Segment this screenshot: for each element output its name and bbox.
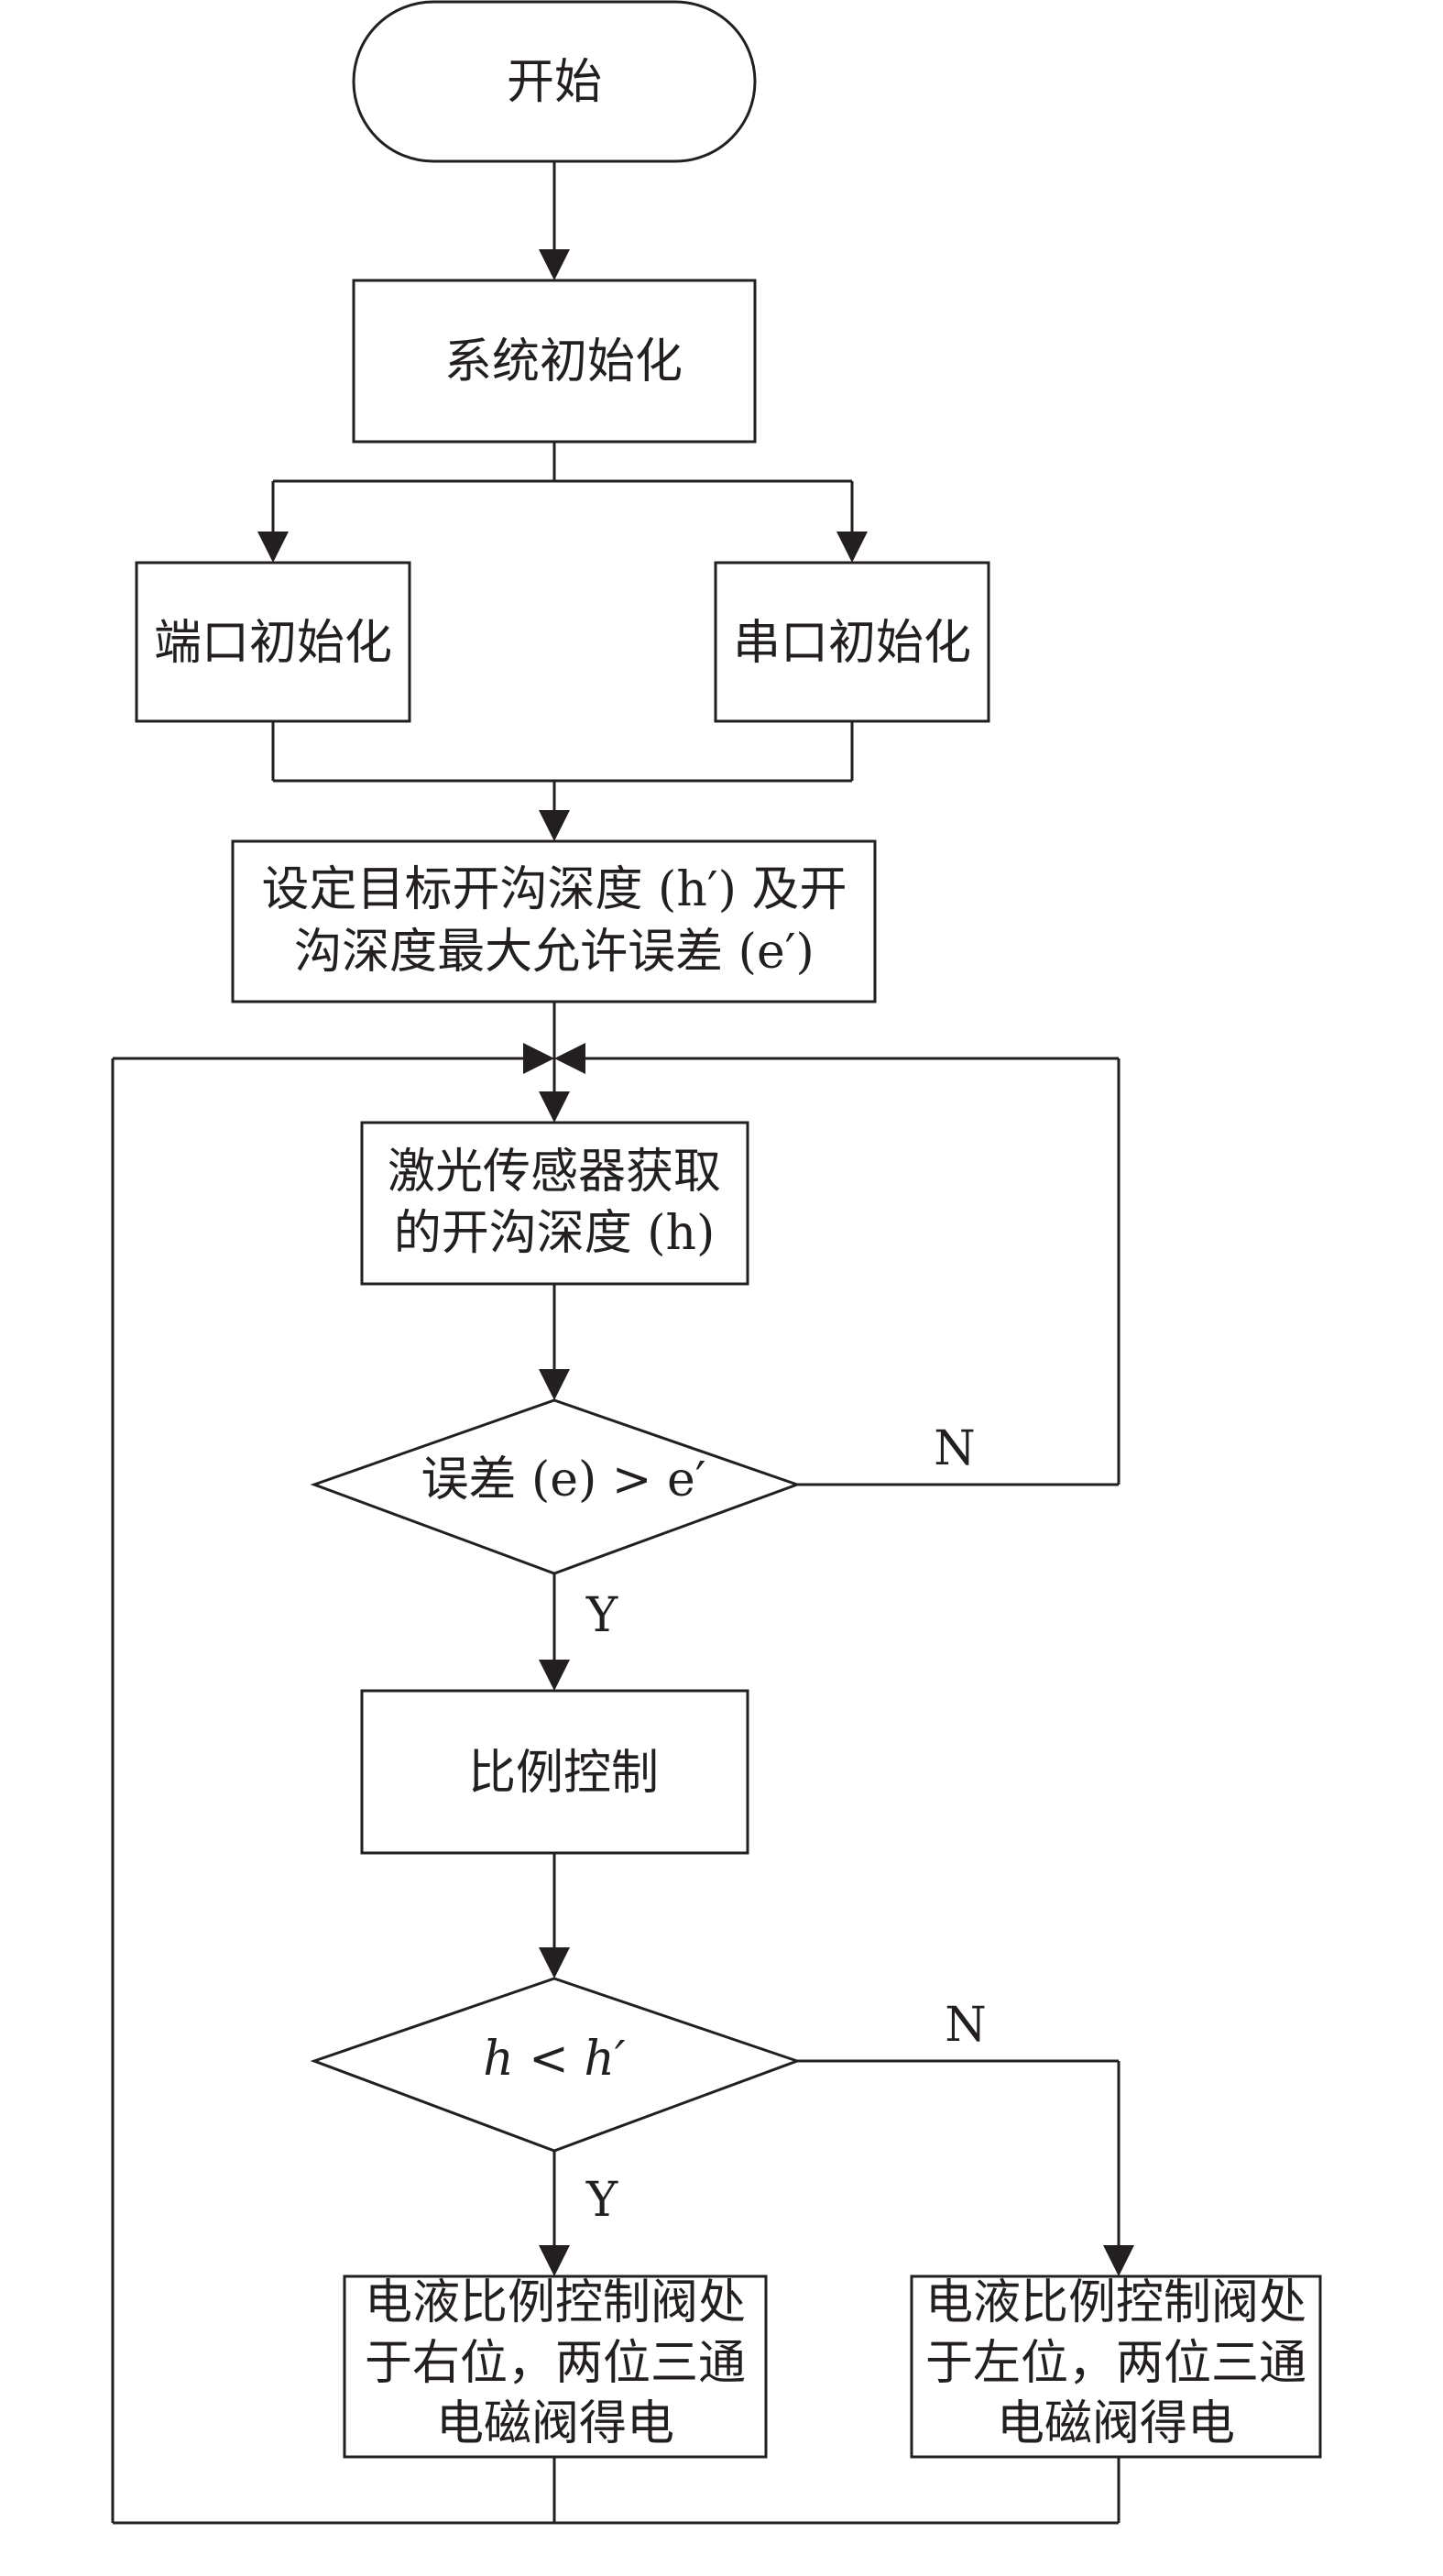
arrowheads — [257, 249, 1134, 2276]
depth-decision-label: h < h′ — [483, 2032, 626, 2087]
arrow-down-icon — [836, 532, 868, 563]
arrow-down-icon — [1103, 2245, 1134, 2276]
system-init-node: 系统初始化 — [352, 279, 757, 444]
set-target-line-2: 沟深度最大允许误差 (e′) — [294, 925, 814, 980]
arrow-down-icon — [539, 1660, 570, 1691]
arrow-down-icon — [539, 1947, 570, 1979]
proportional-control-label: 比例控制 — [468, 1746, 659, 1801]
arrow-down-icon — [539, 2245, 570, 2276]
laser-read-node: 激光传感器获取 的开沟深度 (h) — [360, 1121, 749, 1286]
arrow-left-icon — [554, 1043, 585, 1074]
start-label: 开始 — [507, 55, 602, 110]
left-position-node: 电液比例控制阀处 于左位，两位三通 电磁阀得电 — [910, 2275, 1322, 2459]
set-target-node: 设定目标开沟深度 (h′) 及开 沟深度最大允许误差 (e′) — [231, 839, 877, 1003]
depth-yes-label: Y — [585, 2173, 618, 2228]
port-init-node: 端口初始化 — [135, 561, 411, 723]
depth-decision-node: h < h′ — [310, 1977, 802, 2153]
set-target-line-1: 设定目标开沟深度 (h′) 及开 — [262, 862, 847, 917]
port-init-label: 端口初始化 — [154, 616, 392, 671]
serial-init-label: 串口初始化 — [733, 616, 971, 671]
connectors — [111, 161, 1121, 2525]
start-node: 开始 — [352, 0, 757, 163]
left-position-line-2: 于左位，两位三通 — [925, 2336, 1306, 2391]
right-position-line-3: 电磁阀得电 — [436, 2396, 674, 2451]
error-yes-label: Y — [585, 1588, 618, 1643]
laser-read-line-1: 激光传感器获取 — [388, 1145, 721, 1200]
arrow-down-icon — [539, 1091, 570, 1123]
arrow-down-icon — [539, 1369, 570, 1400]
right-position-line-1: 电液比例控制阀处 — [365, 2275, 746, 2330]
error-decision-node: 误差 (e) > e′ — [310, 1398, 802, 1575]
right-position-line-2: 于右位，两位三通 — [365, 2336, 746, 2391]
right-position-node: 电液比例控制阀处 于右位，两位三通 电磁阀得电 — [343, 2275, 768, 2459]
left-position-line-3: 电磁阀得电 — [997, 2396, 1235, 2451]
proportional-control-node: 比例控制 — [360, 1689, 749, 1855]
error-no-label: N — [934, 1421, 976, 1476]
depth-no-label: N — [945, 1998, 987, 2053]
laser-read-line-2: 的开沟深度 (h) — [394, 1206, 716, 1261]
left-position-line-1: 电液比例控制阀处 — [925, 2275, 1306, 2330]
arrow-down-icon — [539, 810, 570, 841]
serial-init-node: 串口初始化 — [714, 561, 990, 723]
arrow-down-icon — [257, 532, 289, 563]
system-init-label: 系统初始化 — [444, 334, 683, 389]
error-decision-label: 误差 (e) > e′ — [421, 1452, 705, 1507]
arrow-right-icon — [523, 1043, 554, 1074]
branch-labels: N Y N Y — [585, 1421, 987, 2228]
arrow-down-icon — [539, 249, 570, 280]
